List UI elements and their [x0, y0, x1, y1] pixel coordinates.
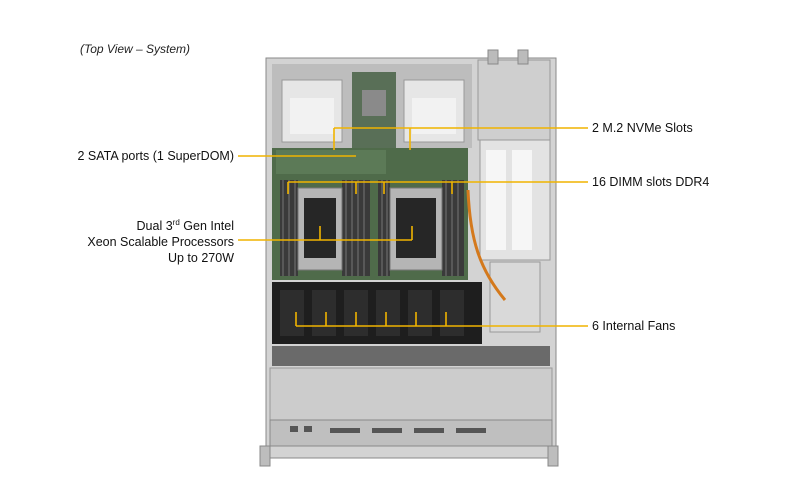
fan-bank: [272, 282, 482, 344]
front-bay: [259, 346, 559, 467]
callout-nvme-slots: 2 M.2 NVMe Slots: [592, 121, 693, 135]
view-title: (Top View – System): [80, 42, 191, 56]
fan: [312, 290, 336, 336]
power-cable: [466, 189, 507, 301]
callout-sata-ports: 2 SATA ports (1 SuperDOM): [77, 149, 234, 163]
callout-dimm-slots: 16 DIMM slots DDR4: [592, 175, 710, 189]
callout-cpu: Dual 3rd Gen Intel Xeon Scalable Process…: [87, 218, 234, 266]
callout-lines: [238, 127, 588, 327]
callout-cpu-line3: Up to 270W: [167, 251, 234, 265]
callout-cpu-line2: Xeon Scalable Processors: [87, 235, 234, 249]
fan: [408, 290, 432, 336]
dimm-slots: [280, 180, 464, 276]
fan: [280, 290, 304, 336]
callout-cpu-line1: Dual 3rd Gen Intel: [136, 217, 234, 233]
callout-internal-fans: 6 Internal Fans: [592, 319, 676, 333]
fan: [440, 290, 464, 336]
fan: [376, 290, 400, 336]
